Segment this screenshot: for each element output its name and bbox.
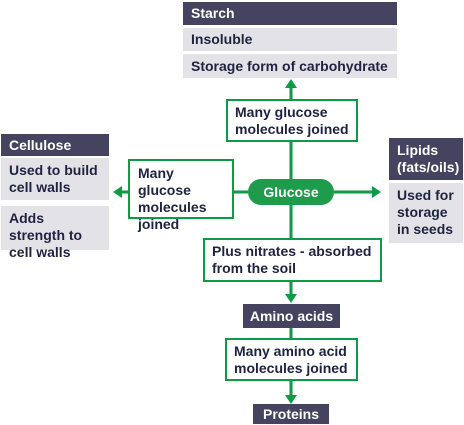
- arrowhead-proteins: [285, 395, 297, 404]
- cellulose-build-walls: Used to build cell walls: [1, 158, 109, 200]
- arrowhead-cellulose: [113, 186, 122, 198]
- starch-link-label: Many glucose molecules joined: [226, 99, 358, 142]
- cellulose-adds-strength: Adds strength to cell walls: [1, 206, 109, 260]
- arrowhead-lipids: [372, 186, 381, 198]
- cellulose-link-label: Many glucose molecules joined: [128, 159, 234, 232]
- amino-acids-title: Amino acids: [243, 304, 340, 328]
- lipids-storage-seeds: Used for storage in seeds: [389, 183, 463, 243]
- nitrates-link-label: Plus nitrates - absorbed from the soil: [203, 238, 382, 282]
- starch-storage-form: Storage form of carbohydrate: [183, 54, 397, 78]
- starch-title: Starch: [183, 2, 397, 25]
- starch-insoluble: Insoluble: [183, 28, 397, 51]
- amino-link-label: Many amino acid molecules joined: [225, 338, 358, 381]
- glucose-node: Glucose: [248, 179, 334, 205]
- arrowhead-amino: [285, 294, 297, 303]
- cellulose-title: Cellulose: [1, 134, 109, 156]
- lipids-title: Lipids (fats/oils): [389, 138, 463, 180]
- proteins-title: Proteins: [253, 404, 329, 424]
- arrowhead-starch: [285, 79, 297, 88]
